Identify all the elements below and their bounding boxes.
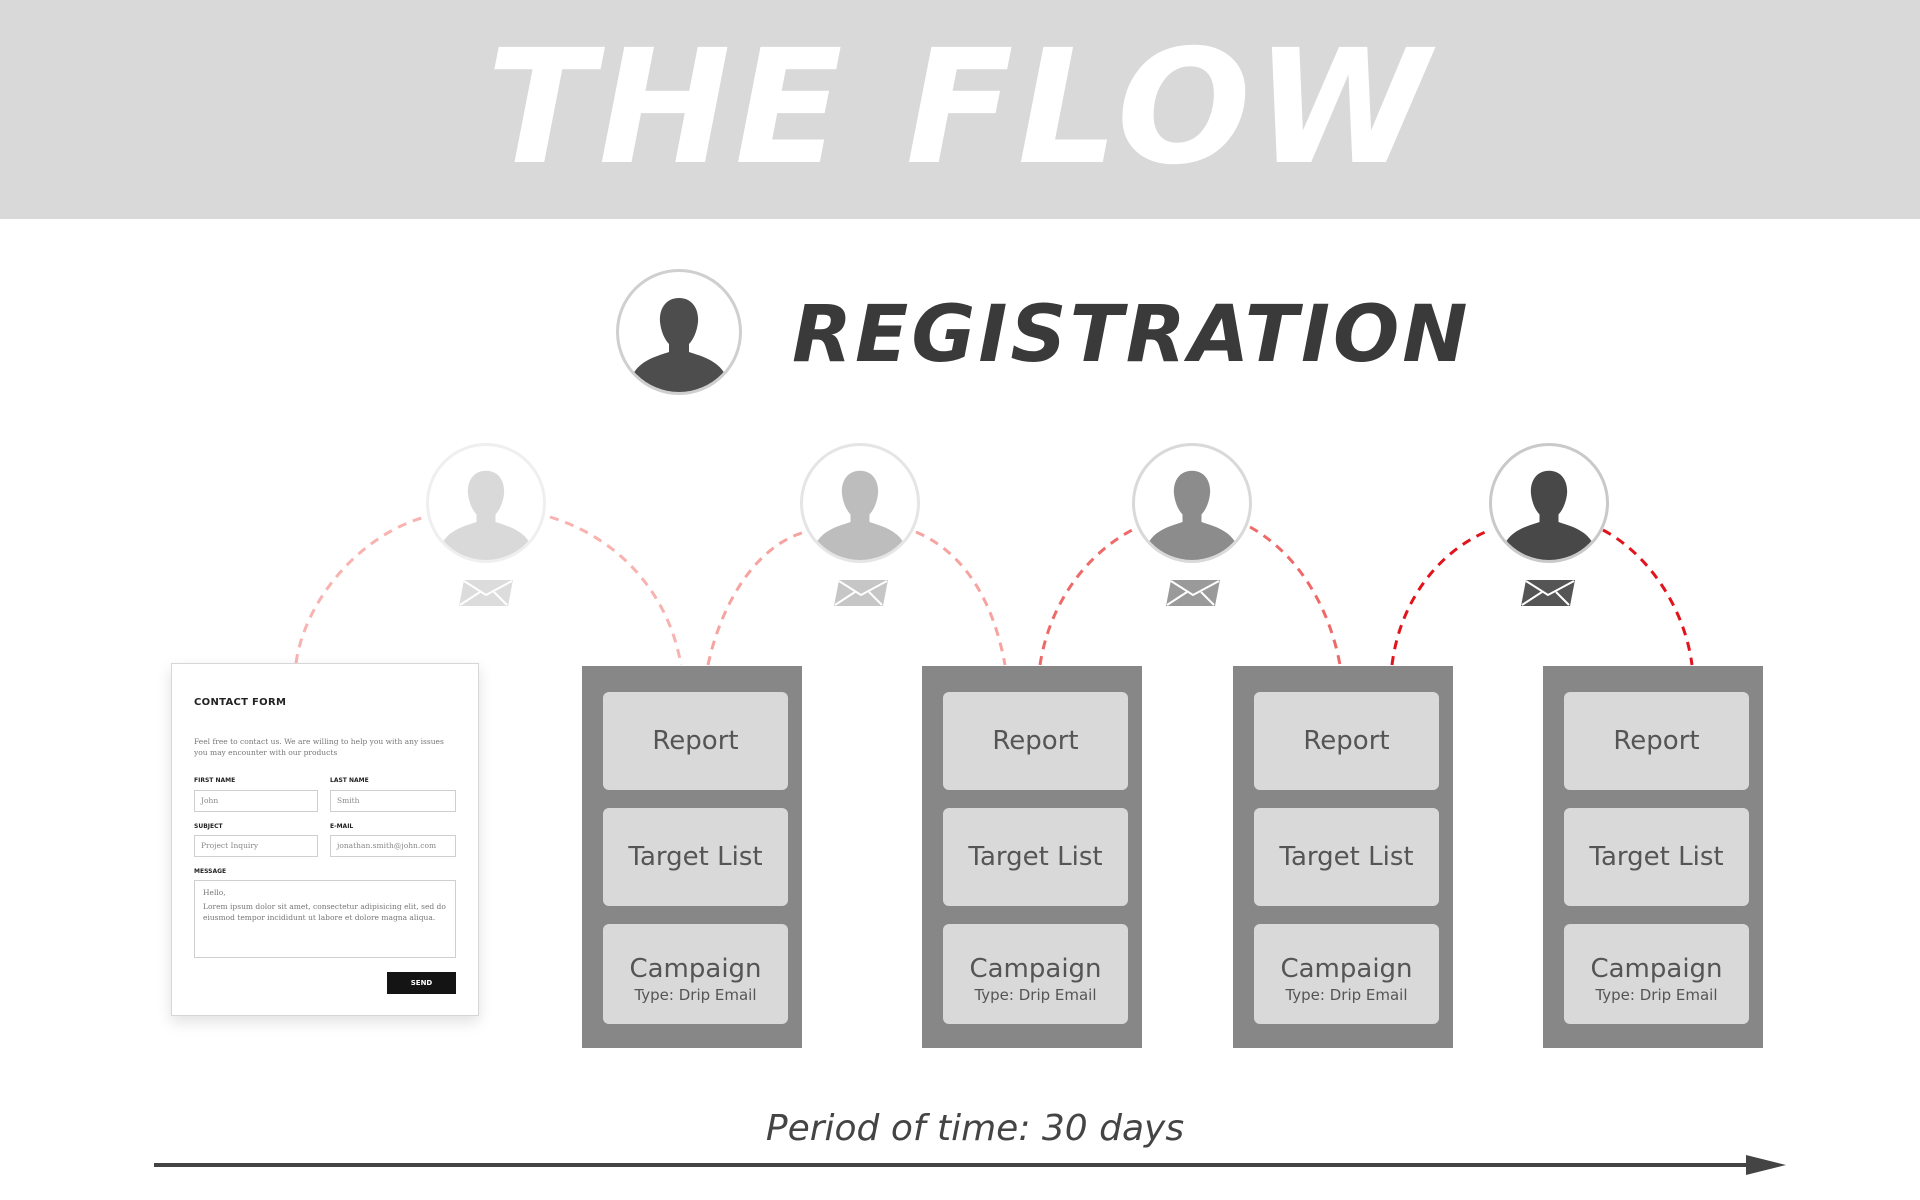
envelope-icon bbox=[834, 580, 888, 606]
connector-arc bbox=[294, 515, 426, 664]
step1-user-avatar-icon bbox=[426, 443, 546, 563]
campaign-card: Campaign Type: Drip Email bbox=[943, 924, 1128, 1024]
last-name-field[interactable]: Smith bbox=[330, 790, 456, 812]
message-body: Lorem ipsum dolor sit amet, consectetur … bbox=[203, 902, 446, 922]
step3-user-avatar-icon bbox=[1132, 443, 1252, 563]
contact-form-title: CONTACT FORM bbox=[194, 697, 287, 708]
contact-form-intro: Feel free to contact us. We are willing … bbox=[194, 737, 444, 757]
subject-field[interactable]: Project Inquiry bbox=[194, 835, 318, 857]
campaign-type: Type: Drip Email bbox=[974, 986, 1097, 1004]
campaign-title: Campaign bbox=[1280, 954, 1413, 984]
timeline-arrow-icon bbox=[154, 1155, 1786, 1175]
envelope-icon bbox=[1521, 580, 1575, 606]
envelope-icon bbox=[1166, 580, 1220, 606]
header-banner: THE FLOW bbox=[0, 0, 1920, 219]
campaign-title: Campaign bbox=[969, 954, 1102, 984]
report-card: Report bbox=[1564, 692, 1749, 790]
connector-arc bbox=[706, 530, 806, 666]
report-card: Report bbox=[603, 692, 788, 790]
connector-arc bbox=[1602, 528, 1694, 666]
connector-arc bbox=[915, 530, 1007, 666]
page-title: THE FLOW bbox=[486, 16, 1434, 200]
target-list-card: Target List bbox=[943, 808, 1128, 906]
email-label: E-MAIL bbox=[330, 823, 354, 830]
connector-arc bbox=[1249, 525, 1342, 666]
envelope-icon bbox=[459, 580, 513, 606]
message-label: MESSAGE bbox=[194, 868, 227, 875]
step4-user-avatar-icon bbox=[1489, 443, 1609, 563]
target-list-card: Target List bbox=[603, 808, 788, 906]
last-name-label: LAST NAME bbox=[330, 777, 369, 784]
connector-arc bbox=[549, 515, 683, 666]
report-card: Report bbox=[1254, 692, 1439, 790]
step2-user-avatar-icon bbox=[800, 443, 920, 563]
campaign-card: Campaign Type: Drip Email bbox=[1254, 924, 1439, 1024]
first-name-field[interactable]: John bbox=[194, 790, 318, 812]
campaign-type: Type: Drip Email bbox=[634, 986, 757, 1004]
step-stack-4: Report Target List Campaign Type: Drip E… bbox=[1543, 666, 1763, 1048]
report-card: Report bbox=[943, 692, 1128, 790]
step-stack-1: Report Target List Campaign Type: Drip E… bbox=[582, 666, 802, 1048]
target-list-card: Target List bbox=[1564, 808, 1749, 906]
message-field[interactable]: Hello, Lorem ipsum dolor sit amet, conse… bbox=[194, 880, 456, 958]
registration-user-avatar-icon bbox=[616, 269, 742, 395]
campaign-card: Campaign Type: Drip Email bbox=[1564, 924, 1749, 1024]
connector-arc bbox=[1390, 528, 1491, 666]
subject-label: SUBJECT bbox=[194, 823, 223, 830]
connector-arc bbox=[1038, 525, 1139, 666]
first-name-label: FIRST NAME bbox=[194, 777, 236, 784]
contact-form: CONTACT FORM Feel free to contact us. We… bbox=[171, 663, 479, 1016]
timeline-label: Period of time: 30 days bbox=[765, 1108, 1185, 1149]
campaign-type: Type: Drip Email bbox=[1285, 986, 1408, 1004]
message-greeting: Hello, bbox=[203, 888, 226, 897]
target-list-card: Target List bbox=[1254, 808, 1439, 906]
campaign-title: Campaign bbox=[1590, 954, 1723, 984]
campaign-type: Type: Drip Email bbox=[1595, 986, 1718, 1004]
step-stack-3: Report Target List Campaign Type: Drip E… bbox=[1233, 666, 1453, 1048]
step-stack-2: Report Target List Campaign Type: Drip E… bbox=[922, 666, 1142, 1048]
campaign-title: Campaign bbox=[629, 954, 762, 984]
email-field[interactable]: jonathan.smith@john.com bbox=[330, 835, 456, 857]
send-button[interactable]: SEND bbox=[387, 972, 456, 994]
registration-heading: REGISTRATION bbox=[792, 290, 1471, 380]
campaign-card: Campaign Type: Drip Email bbox=[603, 924, 788, 1024]
